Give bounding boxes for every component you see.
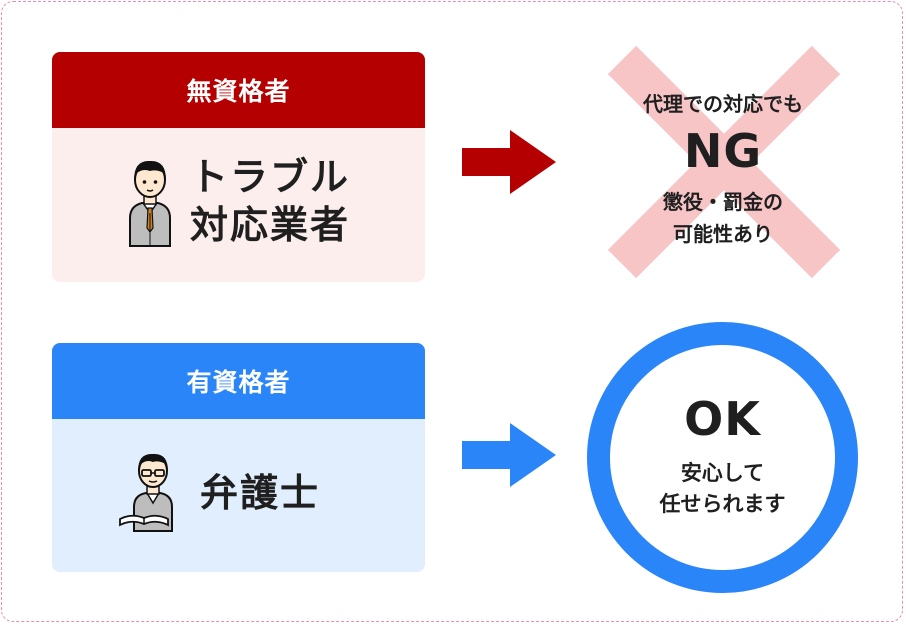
unqualified-card: 無資格者 トラブル 対応業者 <box>52 52 425 282</box>
lawyer-with-book-icon <box>119 453 173 532</box>
ok-note-line1: 安心して <box>680 461 765 485</box>
unqualified-role-line2: 対応業者 <box>190 203 351 247</box>
unqualified-role: トラブル 対応業者 <box>190 153 350 249</box>
ng-caption: 代理での対応でも <box>643 92 803 116</box>
right-arrow-icon <box>462 130 556 194</box>
ok-label: OK <box>684 392 761 446</box>
ng-note: 懲役・罰金の 可能性あり <box>598 186 848 250</box>
ng-note-line1: 懲役・罰金の <box>663 190 783 214</box>
qualified-body: 弁護士 <box>52 419 425 572</box>
qualified-header: 有資格者 <box>52 343 425 419</box>
cross-mark-icon <box>608 46 840 278</box>
right-arrow-icon <box>462 423 556 487</box>
ok-note: 安心して 任せられます <box>585 458 860 520</box>
unqualified-body: トラブル 対応業者 <box>52 128 425 282</box>
businessman-icon <box>129 160 171 247</box>
qualified-card: 有資格者 弁護士 <box>52 343 425 572</box>
ok-note-line2: 任せられます <box>659 492 786 516</box>
unqualified-header: 無資格者 <box>52 52 425 128</box>
ng-label: NG <box>683 124 763 178</box>
circle-mark-icon <box>587 322 858 593</box>
unqualified-role-line1: トラブル <box>190 155 351 199</box>
ng-note-line2: 可能性あり <box>673 222 773 246</box>
qualified-role: 弁護士 <box>200 471 321 515</box>
